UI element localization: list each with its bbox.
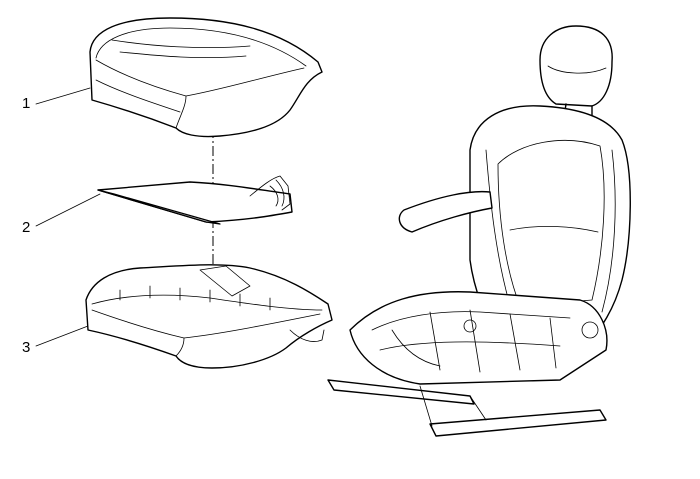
seat-assembly xyxy=(327,25,631,437)
seat-cushion-cover xyxy=(89,17,323,138)
leader-line-2 xyxy=(35,193,101,227)
callout-number-2: 2 xyxy=(22,219,31,236)
leader-lines xyxy=(35,87,101,347)
callout-number-1: 1 xyxy=(22,95,31,112)
callout-number-3: 3 xyxy=(22,339,31,356)
seat-cushion-mat xyxy=(97,175,293,225)
seat-cushion-pad xyxy=(85,264,333,369)
leader-line-1 xyxy=(35,87,91,105)
leader-line-3 xyxy=(35,325,89,347)
